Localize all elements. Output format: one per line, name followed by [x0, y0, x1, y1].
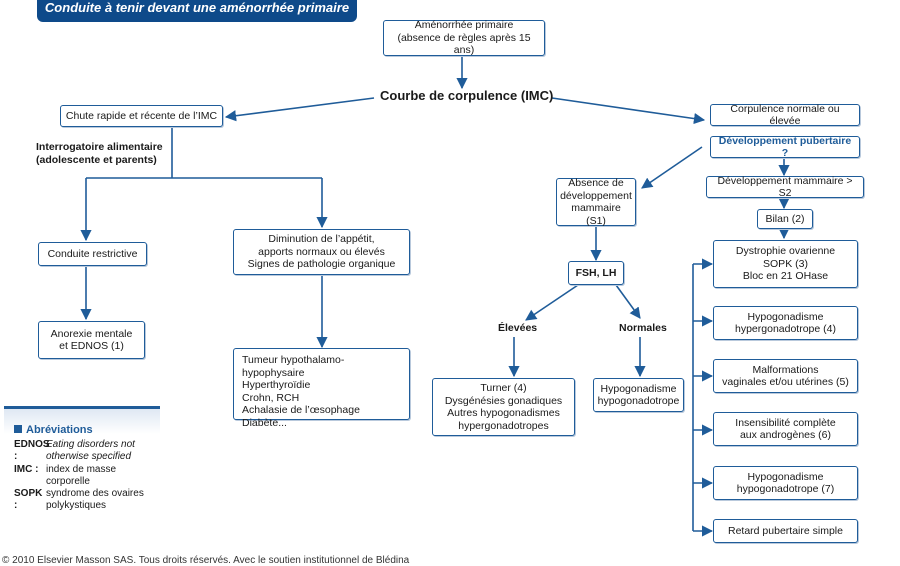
- node-developpement-mammaire: Développement mammaire > S2: [706, 175, 864, 199]
- node-insensibilite: Insensibilité complète aux androgènes (6…: [713, 412, 858, 446]
- node-developpement-pubertaire: Développement pubertaire ?: [710, 135, 860, 159]
- node-amenorrhee-primaire: Aménorrhée primaire (absence de règles a…: [383, 19, 545, 56]
- label-normales: Normales: [619, 322, 667, 334]
- node-courbe-corpulence: Courbe de corpulence (IMC): [380, 88, 554, 103]
- abbreviation-ednos: EDNOS : Eating disorders not otherwise s…: [14, 439, 135, 462]
- node-chute-imc: Chute rapide et récente de l’IMC: [60, 105, 223, 127]
- node-interrogatoire: Interrogatoire alimentaire (adolescente …: [36, 141, 163, 166]
- node-malformations: Malformations vaginales et/ou utérines (…: [713, 359, 858, 393]
- node-fsh-lh: FSH, LH: [568, 261, 624, 285]
- node-corpulence-normale: Corpulence normale ou élevée: [710, 103, 860, 127]
- abbreviation-sopk: SOPK : syndrome des ovaires polykystique…: [14, 488, 144, 511]
- node-turner: Turner (4) Dysgénésies gonadiques Autres…: [432, 378, 575, 436]
- copyright-footer: © 2010 Elsevier Masson SAS. Tous droits …: [2, 555, 410, 566]
- node-anorexie: Anorexie mentale et EDNOS (1): [38, 321, 145, 359]
- node-retard-pubertaire: Retard pubertaire simple: [713, 519, 858, 543]
- label-elevees: Élevées: [498, 322, 538, 334]
- node-hypogonadisme-hypergonadotrope: Hypogonadisme hypergonadotrope (4): [713, 306, 858, 340]
- node-hypogonadisme-hypogonadotrope: Hypogonadisme hypogonadotrope: [593, 378, 684, 412]
- node-hypogonadisme-7: Hypogonadisme hypogonadotrope (7): [713, 466, 858, 500]
- node-dystrophie-ovarienne: Dystrophie ovarienne SOPK (3) Bloc en 21…: [713, 240, 858, 288]
- abbreviations-title: Abréviations: [14, 424, 93, 436]
- node-tumeur-list: Tumeur hypothalamo-hypophysaire Hyperthy…: [233, 348, 410, 429]
- node-conduite-restrictive: Conduite restrictive: [38, 242, 147, 266]
- abbreviation-imc: IMC : index de masse corporelle: [14, 464, 117, 487]
- node-diminution-appetit: Diminution de l’appétit, apports normaux…: [233, 229, 410, 275]
- node-bilan: Bilan (2): [757, 209, 813, 229]
- abbreviations-header-bar: [4, 406, 160, 434]
- figure-title-banner: Conduite à tenir devant une aménorrhée p…: [37, 0, 357, 22]
- node-absence-developpement: Absence de développement mammaire (S1): [556, 177, 636, 227]
- figure-title: Conduite à tenir devant une aménorrhée p…: [44, 0, 350, 15]
- square-bullet-icon: [14, 425, 22, 433]
